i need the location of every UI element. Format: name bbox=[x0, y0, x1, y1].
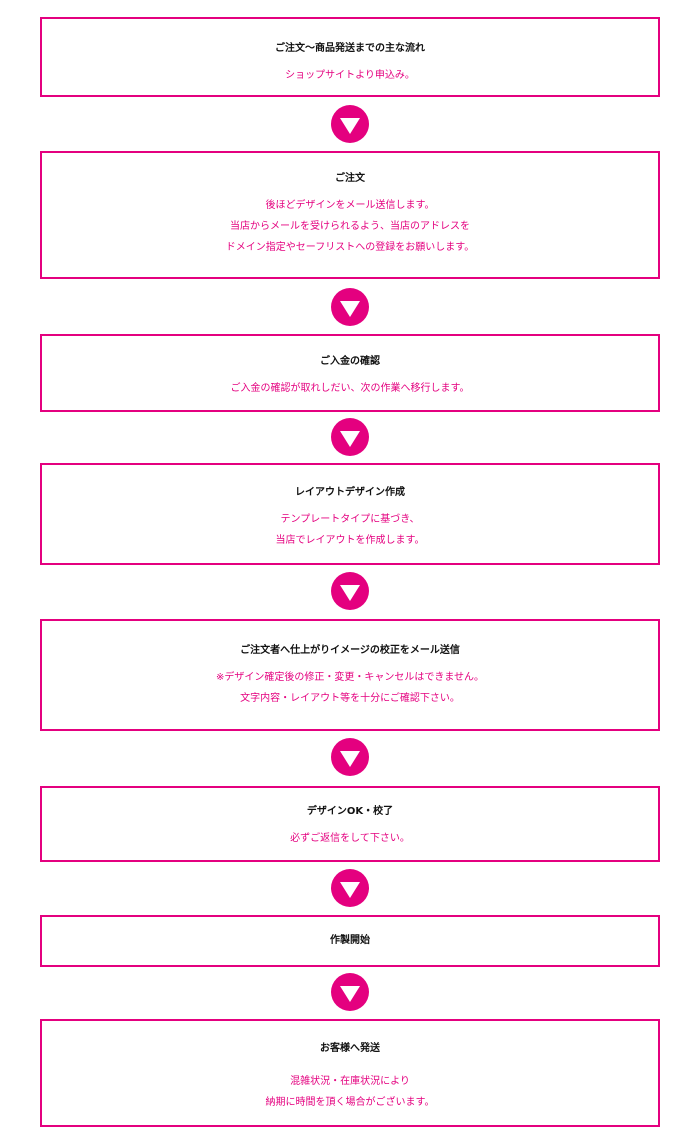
flow-step-8: お客様へ発送 混雑状況・在庫状況により 納期に時間を頂く場合がございます。 bbox=[40, 1019, 660, 1127]
step-description-line: ご入金の確認が取れしだい、次の作業へ移行します。 bbox=[230, 383, 470, 394]
flow-step-4: レイアウトデザイン作成 テンプレートタイプに基づき、 当店でレイアウトを作成しま… bbox=[40, 463, 660, 565]
flow-step-5: ご注文者へ仕上がりイメージの校正をメール送信 ※デザイン確定後の修正・変更・キャ… bbox=[40, 619, 660, 731]
flow-step-6: デザインOK・校了 必ずご返信をして下さい。 bbox=[40, 786, 660, 862]
step-description-line: テンプレートタイプに基づき、 bbox=[280, 514, 420, 525]
step-title: ご注文者へ仕上がりイメージの校正をメール送信 bbox=[240, 645, 460, 656]
step-description: ご入金の確認が取れしだい、次の作業へ移行します。 bbox=[42, 378, 658, 399]
step-description-line: ドメイン指定やセーフリストへの登録をお願いします。 bbox=[225, 242, 475, 253]
circle-down-arrow-icon bbox=[331, 738, 369, 776]
flow-step-7: 作製開始 bbox=[40, 915, 660, 967]
step-description: 後ほどデザインをメール送信します。 当店からメールを受けられるよう、当店のアドレ… bbox=[42, 195, 658, 258]
step-title: デザインOK・校了 bbox=[306, 806, 394, 817]
step-title: ご注文〜商品発送までの主な流れ bbox=[275, 43, 425, 54]
step-description-line: 納期に時間を頂く場合がございます。 bbox=[265, 1097, 435, 1108]
step-description: ショップサイトより申込み。 bbox=[42, 65, 658, 86]
step-title: ご注文 bbox=[335, 173, 365, 184]
step-description-line: 必ずご返信をして下さい。 bbox=[290, 833, 410, 844]
step-title: レイアウトデザイン作成 bbox=[295, 487, 405, 498]
flow-step-3: ご入金の確認 ご入金の確認が取れしだい、次の作業へ移行します。 bbox=[40, 334, 660, 412]
step-description-line: 後ほどデザインをメール送信します。 bbox=[265, 200, 435, 211]
flow-step-1: ご注文〜商品発送までの主な流れ ショップサイトより申込み。 bbox=[40, 17, 660, 97]
circle-down-arrow-icon bbox=[331, 105, 369, 143]
step-description-line: 当店からメールを受けられるよう、当店のアドレスを bbox=[230, 221, 470, 232]
step-description-line: 混雑状況・在庫状況により bbox=[290, 1076, 410, 1087]
circle-down-arrow-icon bbox=[331, 973, 369, 1011]
step-description: テンプレートタイプに基づき、 当店でレイアウトを作成します。 bbox=[42, 509, 658, 551]
step-description: 必ずご返信をして下さい。 bbox=[42, 828, 658, 849]
step-description-line: ※デザイン確定後の修正・変更・キャンセルはできません。 bbox=[215, 672, 485, 683]
circle-down-arrow-icon bbox=[331, 869, 369, 907]
step-title: お客様へ発送 bbox=[320, 1043, 380, 1054]
circle-down-arrow-icon bbox=[331, 572, 369, 610]
step-description-line: 当店でレイアウトを作成します。 bbox=[275, 535, 425, 546]
step-description: ※デザイン確定後の修正・変更・キャンセルはできません。 文字内容・レイアウト等を… bbox=[42, 667, 658, 709]
step-title: ご入金の確認 bbox=[320, 356, 380, 367]
step-description-line: ショップサイトより申込み。 bbox=[285, 70, 415, 81]
step-description-line: 文字内容・レイアウト等を十分にご確認下さい。 bbox=[240, 693, 460, 704]
step-title: 作製開始 bbox=[330, 935, 370, 946]
circle-down-arrow-icon bbox=[331, 288, 369, 326]
flow-step-2: ご注文 後ほどデザインをメール送信します。 当店からメールを受けられるよう、当店… bbox=[40, 151, 660, 279]
step-description: 混雑状況・在庫状況により 納期に時間を頂く場合がございます。 bbox=[42, 1071, 658, 1113]
circle-down-arrow-icon bbox=[331, 418, 369, 456]
